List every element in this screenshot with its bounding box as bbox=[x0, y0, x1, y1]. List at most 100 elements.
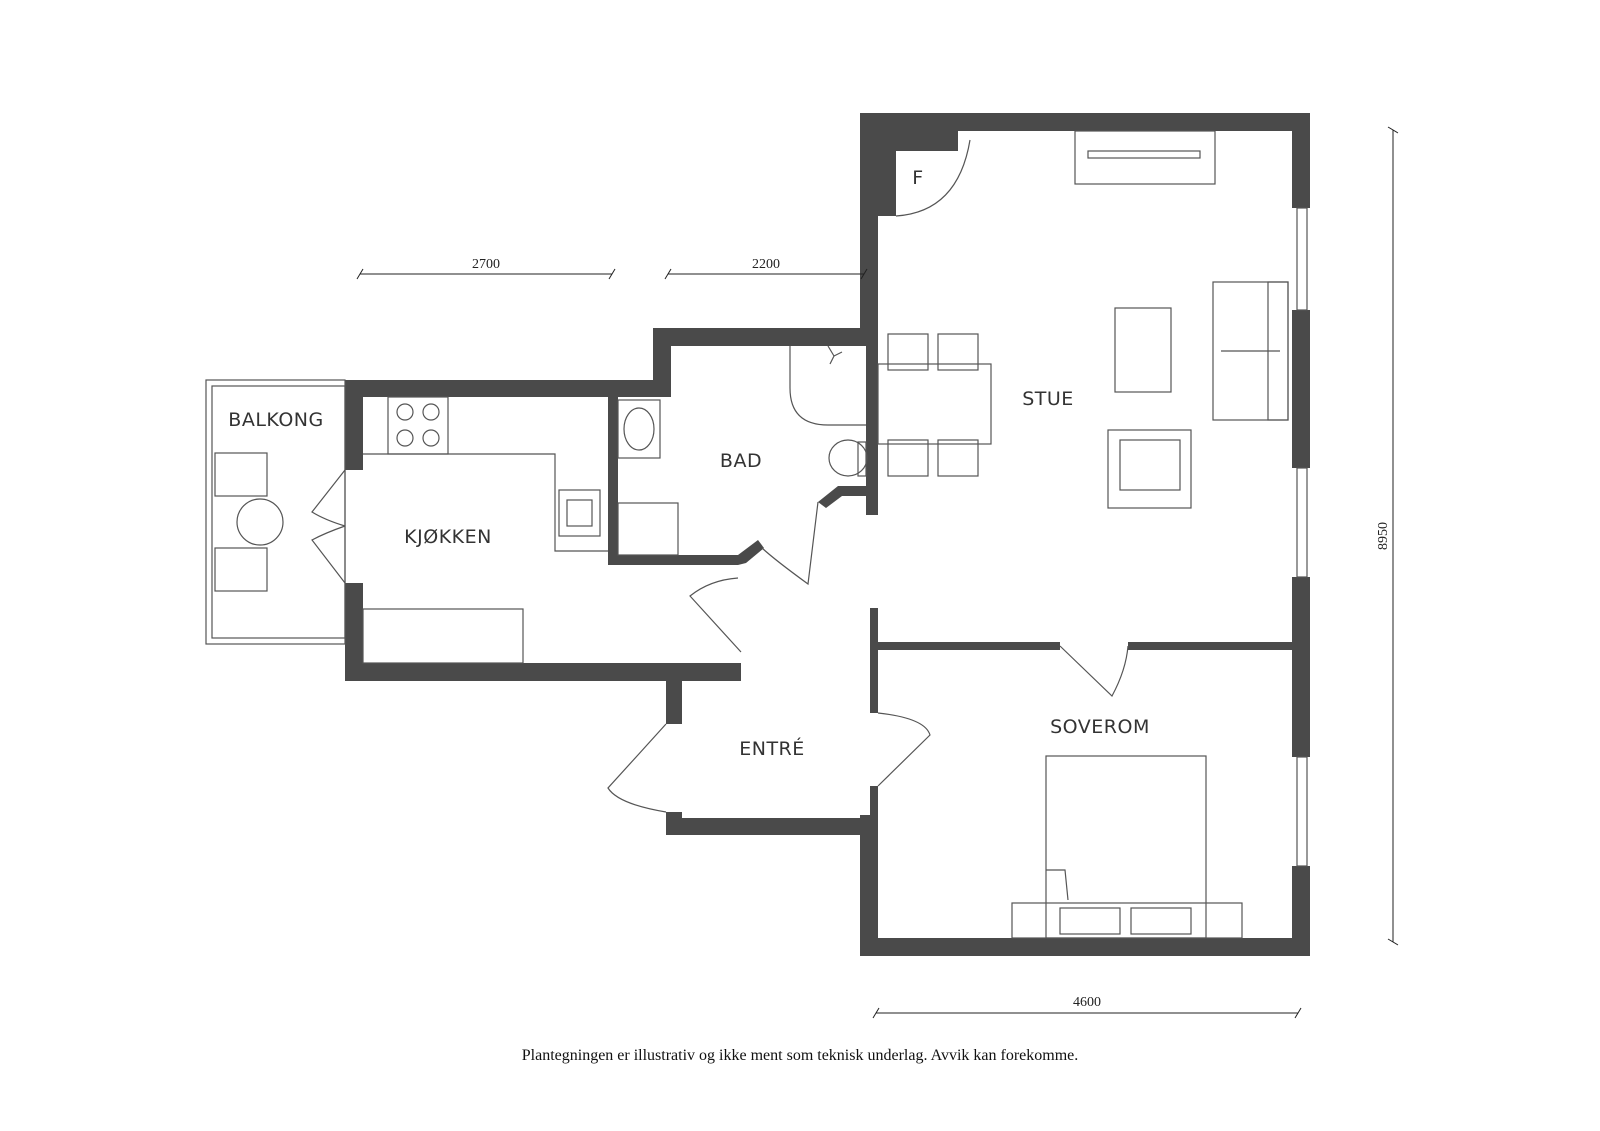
wall-left-stue-upper bbox=[860, 113, 878, 346]
dim-label-right: 8950 bbox=[1376, 522, 1391, 550]
burner bbox=[396, 429, 414, 447]
dim-tick bbox=[356, 268, 364, 280]
room-label-bad: BAD bbox=[720, 450, 762, 472]
room-label-kjokken: KJØKKEN bbox=[404, 526, 492, 548]
shower-head-icon bbox=[827, 345, 843, 365]
wall-kitchen-top bbox=[345, 380, 671, 397]
dim-label-bottom: 4600 bbox=[1073, 995, 1101, 1010]
room-label-stue: STUE bbox=[1022, 388, 1074, 410]
sofa-back bbox=[1267, 281, 1289, 421]
stue-soverom-door bbox=[1059, 645, 1129, 697]
walls bbox=[345, 113, 1310, 956]
wall-right-4 bbox=[1292, 866, 1310, 956]
wall-right-2 bbox=[1292, 310, 1310, 468]
wall-bad-bottom bbox=[608, 555, 738, 565]
balcony-inner bbox=[211, 385, 346, 639]
closet-door bbox=[895, 139, 971, 217]
wall-entre-left-upper bbox=[666, 681, 682, 724]
balcony-chair-bottom bbox=[214, 547, 268, 592]
tv-bench bbox=[1074, 130, 1216, 185]
kitchen-counter bbox=[363, 453, 608, 552]
burner bbox=[422, 429, 440, 447]
wall-right-1 bbox=[1292, 113, 1310, 208]
toilet-bowl bbox=[828, 439, 868, 477]
wall-closet-top bbox=[878, 131, 958, 151]
headboard bbox=[1011, 902, 1243, 939]
entrance-door bbox=[607, 723, 667, 813]
dim-tick bbox=[1387, 126, 1399, 134]
pillow bbox=[1059, 907, 1121, 935]
wall-bad-left bbox=[608, 397, 618, 565]
wall-kitchen-door-jamb bbox=[738, 540, 764, 565]
wall-divider-right bbox=[1128, 642, 1292, 650]
shower bbox=[789, 346, 866, 426]
wall-kitchen-bottom bbox=[345, 663, 741, 681]
bedroom-furniture bbox=[1011, 755, 1243, 939]
pillow bbox=[1130, 907, 1192, 935]
room-label-closet: F bbox=[912, 167, 923, 189]
kitchen-sink-basin bbox=[566, 499, 593, 527]
balcony-table bbox=[236, 498, 284, 546]
stove bbox=[387, 396, 449, 455]
dim-tick bbox=[1387, 938, 1399, 946]
kitchen-door bbox=[689, 577, 742, 653]
dim-tick bbox=[664, 268, 672, 280]
dim-tick bbox=[872, 1007, 880, 1019]
window-stue-1 bbox=[1296, 207, 1308, 311]
bathroom-door bbox=[761, 501, 819, 586]
balcony-chair-top bbox=[214, 452, 268, 497]
wall-bad-right bbox=[866, 346, 878, 515]
dim-label-top-mid: 2200 bbox=[752, 257, 780, 272]
dining-chair bbox=[937, 439, 979, 477]
wall-divider-left bbox=[878, 642, 1060, 650]
coffee-table bbox=[1114, 307, 1172, 393]
bath-sink bbox=[617, 399, 661, 459]
kitchen-lower-counter bbox=[362, 608, 524, 664]
burner bbox=[422, 403, 440, 421]
balcony bbox=[205, 379, 346, 645]
wall-bad-door-jamb bbox=[818, 486, 866, 508]
dimensions: 2700 2200 8950 4600 bbox=[356, 126, 1399, 1019]
bathroom-furniture bbox=[617, 345, 868, 556]
armchair bbox=[1107, 429, 1192, 509]
living-room-furniture bbox=[877, 130, 1289, 509]
kitchen-furniture bbox=[362, 396, 608, 664]
disclaimer-text: Plantegningen er illustrativ og ikke men… bbox=[521, 1047, 1079, 1064]
wall-bad-left-step bbox=[653, 328, 671, 397]
wall-entre-bottom bbox=[666, 818, 878, 835]
toilet-tank bbox=[857, 441, 867, 477]
room-label-soverom: SOVEROM bbox=[1050, 716, 1150, 738]
dining-table bbox=[877, 363, 992, 445]
doors bbox=[311, 139, 1129, 813]
window-soverom bbox=[1296, 756, 1308, 867]
wall-entre-right-lower bbox=[870, 786, 878, 826]
bedroom-door bbox=[877, 712, 931, 787]
window-stue-2 bbox=[1296, 467, 1308, 578]
wall-bottom-right bbox=[860, 938, 1310, 956]
kitchen-sink bbox=[558, 489, 601, 537]
dim-tick bbox=[860, 268, 868, 280]
dim-tick bbox=[608, 268, 616, 280]
wall-kitchen-left-upper bbox=[345, 380, 363, 470]
bath-sink-basin bbox=[623, 407, 655, 451]
wall-left-soverom bbox=[860, 815, 878, 956]
bed-corner-fold bbox=[1046, 869, 1069, 901]
wall-closet-left bbox=[878, 131, 896, 216]
burner bbox=[396, 403, 414, 421]
room-label-entre: ENTRÉ bbox=[739, 737, 805, 760]
tv bbox=[1087, 150, 1201, 159]
wall-entre-right-upper bbox=[870, 608, 878, 713]
dining-chair bbox=[937, 333, 979, 371]
room-labels: BALKONG KJØKKEN BAD STUE SOVEROM ENTRÉ F bbox=[228, 167, 1150, 760]
armchair-seat bbox=[1119, 439, 1181, 491]
wall-bad-top bbox=[653, 328, 878, 346]
wall-right-3 bbox=[1292, 577, 1310, 757]
room-label-balkong: BALKONG bbox=[228, 409, 323, 431]
dim-label-top-left: 2700 bbox=[472, 257, 500, 272]
bed bbox=[1045, 755, 1207, 939]
dining-chair bbox=[887, 333, 929, 371]
windows bbox=[1296, 207, 1308, 867]
wall-kitchen-left-lower bbox=[345, 583, 363, 681]
balcony-door bbox=[311, 469, 346, 584]
